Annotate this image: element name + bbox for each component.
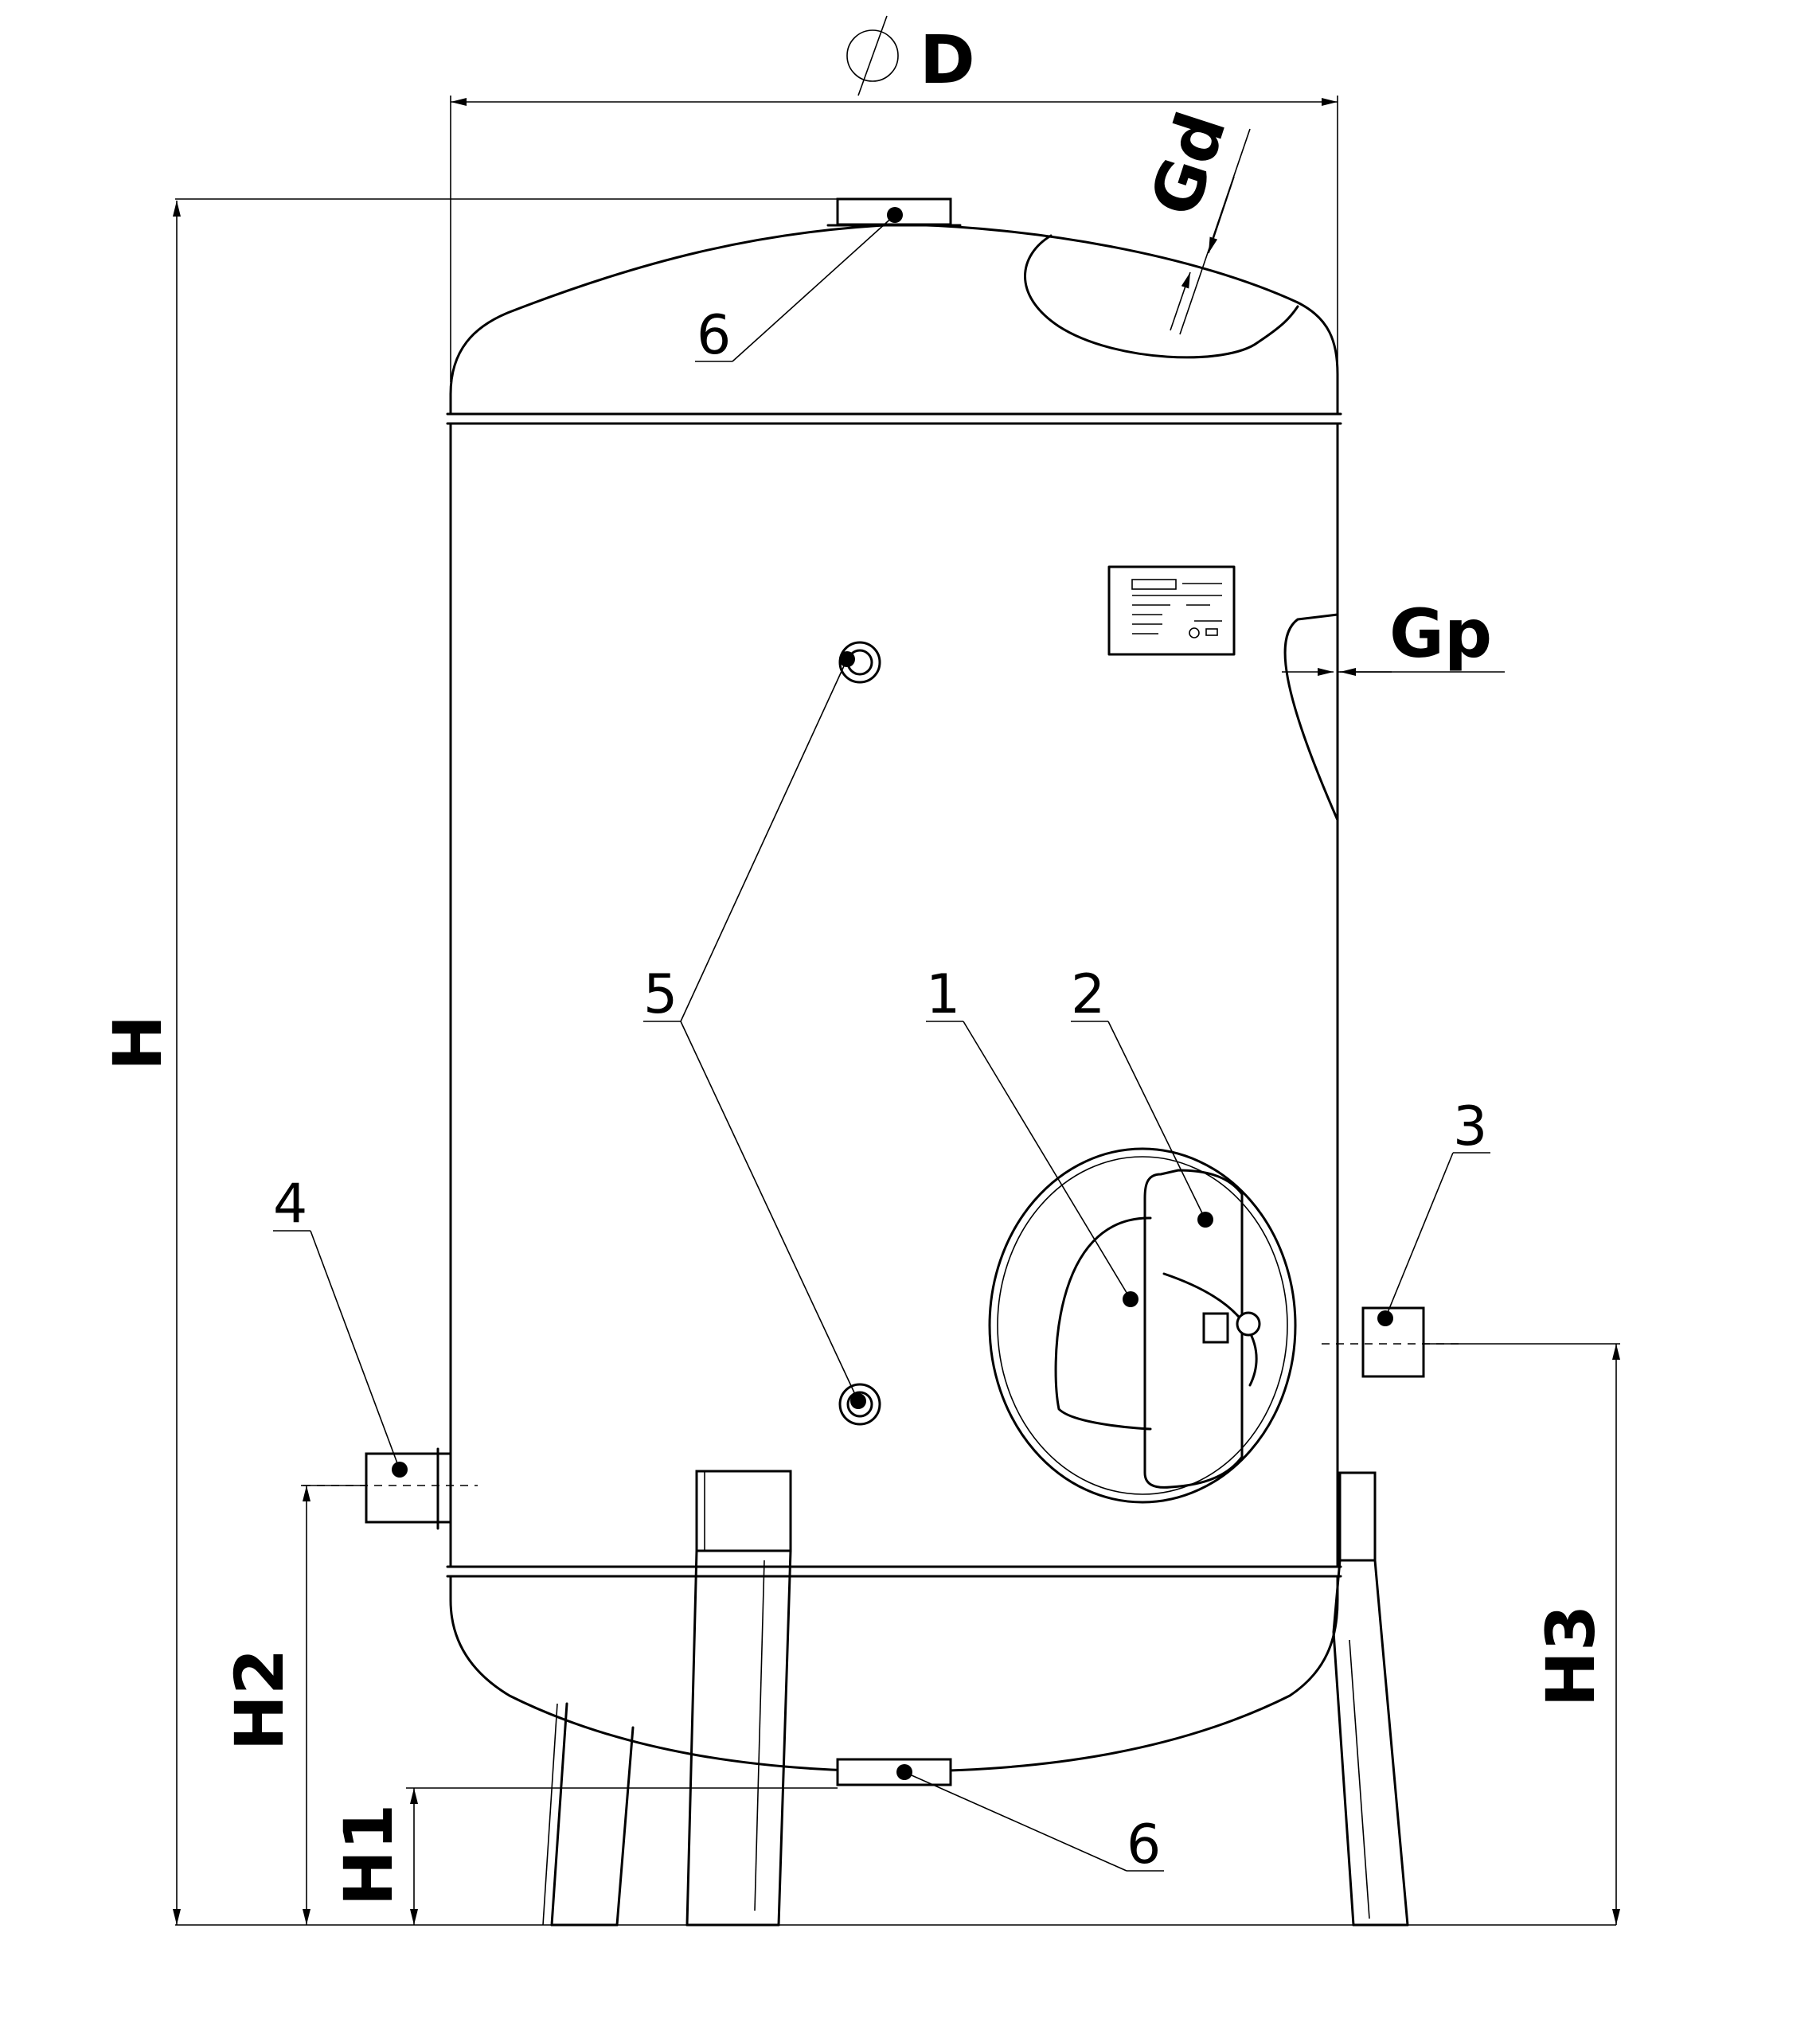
callout-4: 4 bbox=[273, 1173, 408, 1478]
callout-number: 1 bbox=[926, 963, 960, 1026]
callout-number: 5 bbox=[643, 963, 678, 1026]
sensor-socket-lower bbox=[838, 1383, 881, 1426]
nozzle-right bbox=[1322, 1306, 1465, 1378]
dimension-gp: Gp bbox=[1282, 595, 1505, 676]
callout-6-top: 6 bbox=[695, 207, 903, 367]
nozzle-left bbox=[303, 1447, 478, 1530]
callout-5: 5 bbox=[643, 651, 866, 1409]
label-gp: Gp bbox=[1389, 595, 1492, 673]
dome-cutaway bbox=[1024, 234, 1299, 359]
name-plate bbox=[1107, 565, 1236, 656]
dimension-h2: H2 bbox=[221, 1485, 366, 1925]
callout-number: 2 bbox=[1071, 963, 1105, 1026]
label-h1: H1 bbox=[330, 1804, 408, 1907]
side-cutaway bbox=[1283, 613, 1339, 822]
label-diameter: D bbox=[920, 21, 975, 99]
leg-right bbox=[1332, 1471, 1409, 1927]
label-h3: H3 bbox=[1532, 1605, 1610, 1708]
dimension-diameter: D bbox=[450, 15, 1338, 382]
label-height: H bbox=[99, 1015, 177, 1071]
leg-center bbox=[685, 1470, 792, 1927]
dimension-h3: H3 bbox=[1424, 1343, 1620, 1925]
callout-number: 4 bbox=[273, 1173, 307, 1236]
callout-number: 3 bbox=[1453, 1095, 1487, 1158]
label-gd: Gd bbox=[1135, 103, 1241, 225]
callout-6-bottom: 6 bbox=[896, 1764, 1164, 1876]
label-h2: H2 bbox=[221, 1649, 299, 1751]
diameter-symbol bbox=[846, 15, 899, 96]
dimension-gd: Gd bbox=[1135, 103, 1251, 335]
callout-number: 6 bbox=[1127, 1814, 1161, 1876]
callout-1: 1 bbox=[926, 963, 1138, 1307]
dimension-height: H bbox=[99, 198, 838, 1925]
callout-2: 2 bbox=[1071, 963, 1213, 1228]
dimension-h1: H1 bbox=[330, 1787, 838, 1925]
tank-body bbox=[446, 223, 1342, 1773]
callout-3: 3 bbox=[1377, 1095, 1490, 1326]
inspection-flange bbox=[988, 1147, 1297, 1504]
callout-number: 6 bbox=[697, 304, 731, 367]
bottom-nozzle bbox=[836, 1758, 952, 1786]
